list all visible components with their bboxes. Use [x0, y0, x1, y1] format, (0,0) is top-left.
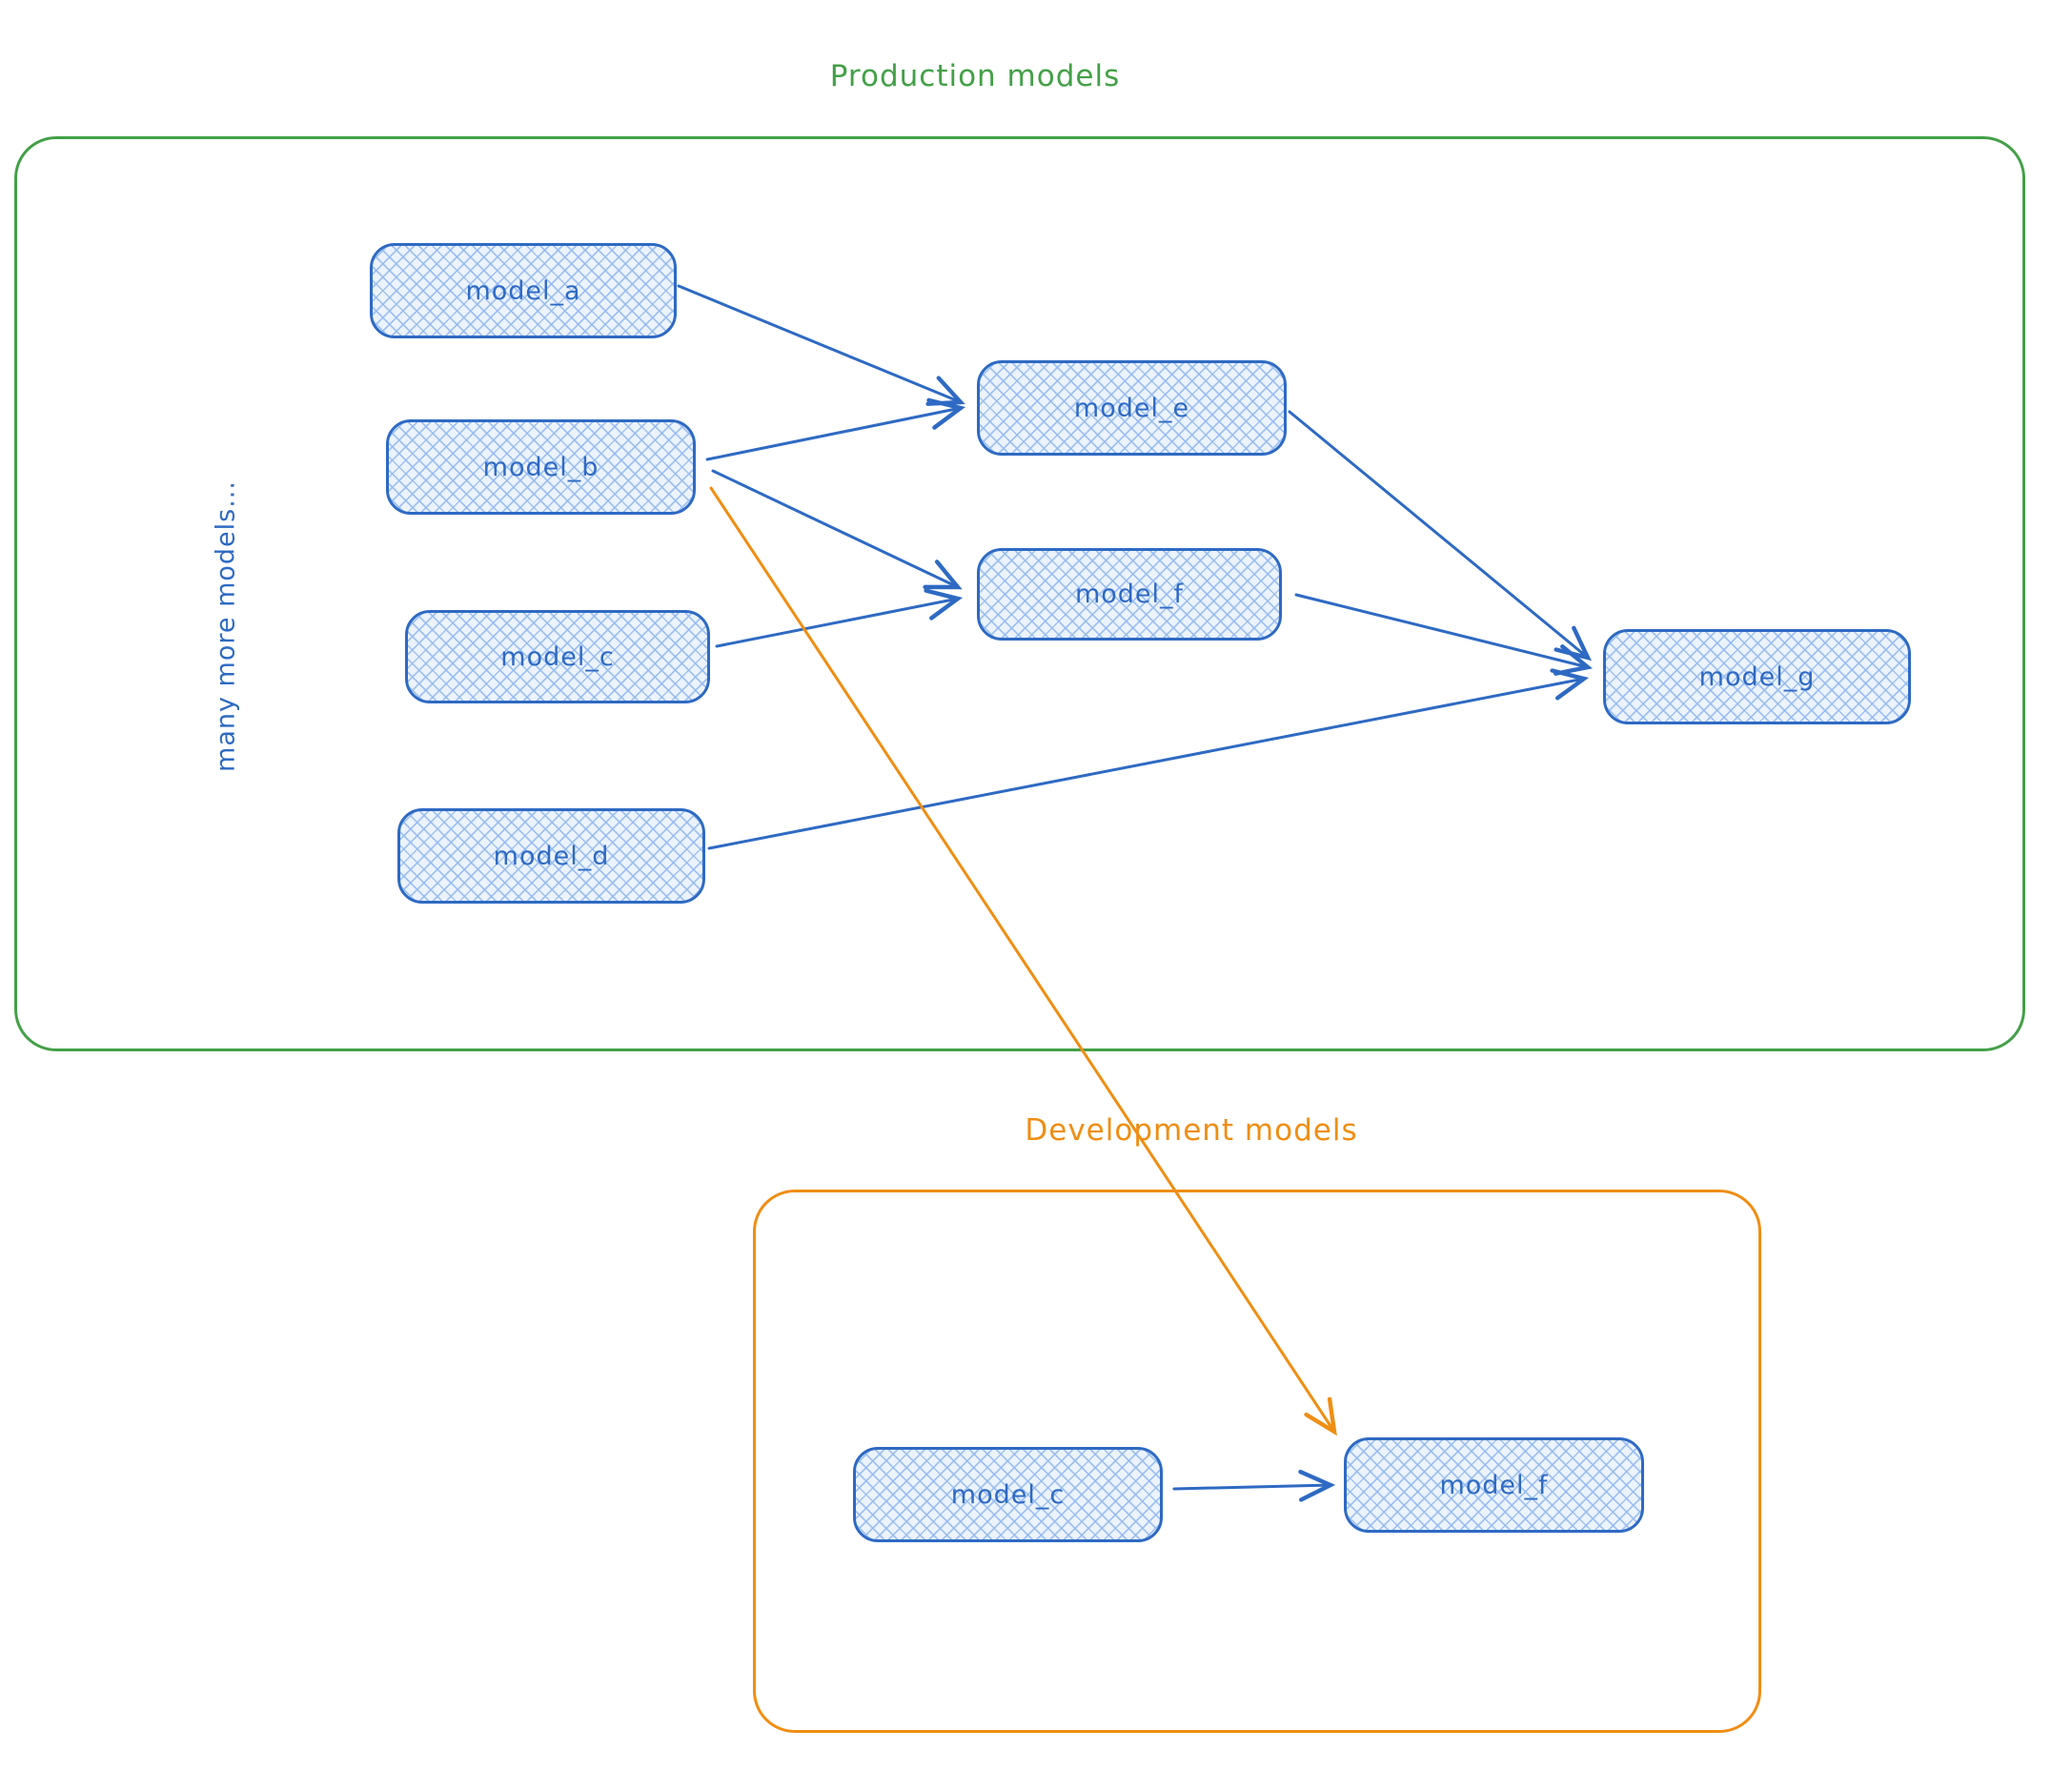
node-label: model_d [493, 841, 610, 871]
node-label: model_f [1074, 580, 1185, 609]
node-label: model_f [1439, 1470, 1549, 1500]
node-label: model_c [500, 641, 615, 672]
node-model_g: model_g [1603, 629, 1911, 724]
development-title: Development models [1025, 1113, 1358, 1148]
many-more-models-label: many more models... [211, 480, 241, 772]
node-model_c: model_c [405, 610, 710, 703]
node-model_e: model_e [977, 360, 1287, 456]
node-model_b: model_b [386, 419, 696, 515]
node-model_c_dev: model_c [853, 1447, 1163, 1542]
node-model_d: model_d [397, 808, 705, 904]
node-model_f_dev: model_f [1344, 1437, 1644, 1533]
node-label: model_c [950, 1479, 1066, 1510]
node-model_f: model_f [977, 548, 1282, 641]
node-label: model_e [1073, 393, 1190, 423]
production-title: Production models [829, 59, 1121, 93]
node-label: model_g [1698, 662, 1816, 692]
node-label: model_a [465, 275, 581, 306]
node-label: model_b [482, 452, 599, 482]
node-model_a: model_a [370, 243, 677, 338]
